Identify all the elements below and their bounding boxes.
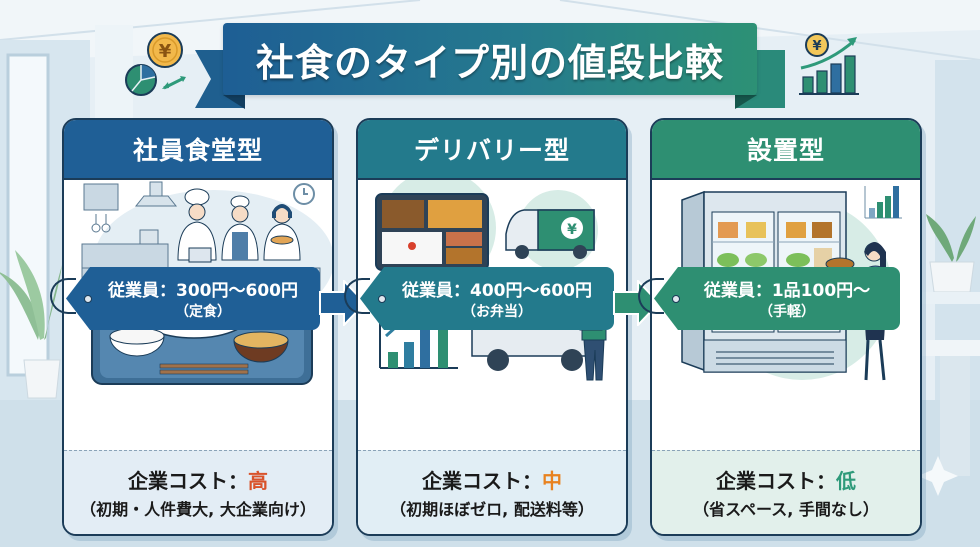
title-banner: 社食のタイプ別の値段比較 xyxy=(223,23,757,95)
card-footer: 企業コスト：中 （初期ほぼゼロ, 配送料等） xyxy=(358,450,626,534)
company-cost: 企業コスト：中 xyxy=(422,465,562,494)
bento-box xyxy=(375,193,489,271)
pie-chart-icon xyxy=(125,64,157,96)
card-header: 社員食堂型 xyxy=(64,120,332,180)
employee-note: （手軽） xyxy=(759,304,815,320)
card-header: デリバリー型 xyxy=(358,120,626,180)
employee-price-tag: 従業員：400円〜600円 （お弁当） xyxy=(360,267,614,330)
company-cost: 企業コスト：高 xyxy=(128,465,268,494)
cooks-figures xyxy=(177,188,301,263)
clock-icon xyxy=(293,183,315,205)
employee-note: （定食） xyxy=(175,304,231,320)
card-title: デリバリー型 xyxy=(413,136,570,165)
tag-string xyxy=(638,278,664,314)
tag-hole xyxy=(672,295,680,303)
delivery-van-icon: ¥ xyxy=(505,209,595,259)
svg-text:¥: ¥ xyxy=(567,222,577,238)
company-cost: 企業コスト：低 xyxy=(716,465,856,494)
cost-level: 高 xyxy=(248,469,268,493)
bar-chart-growth-icon xyxy=(799,37,859,95)
employee-price: 従業員：400円〜600円 xyxy=(402,281,592,301)
employee-note: （お弁当） xyxy=(462,304,532,320)
cost-label: 企業コスト： xyxy=(422,469,542,493)
cost-note: （省スペース, 手間なし） xyxy=(693,500,879,519)
page-title: 社食のタイプ別の値段比較 xyxy=(255,40,724,85)
svg-text:¥: ¥ xyxy=(812,39,821,54)
tag-hole xyxy=(84,295,92,303)
cost-note: （初期・人件費大, 大企業向け） xyxy=(80,500,316,519)
cost-label: 企業コスト： xyxy=(128,469,248,493)
card-footer: 企業コスト：高 （初期・人件費大, 大企業向け） xyxy=(64,450,332,534)
card-title: 設置型 xyxy=(746,136,825,165)
employee-price: 従業員：1品100円〜 xyxy=(703,281,871,301)
cost-note: （初期ほぼゼロ, 配送料等） xyxy=(390,500,594,519)
card-header: 設置型 xyxy=(652,120,920,180)
yen-coin-icon: ¥ xyxy=(147,32,183,68)
decor-top-right: ¥ xyxy=(799,33,859,95)
yen-coin-icon: ¥ xyxy=(805,33,829,57)
bar-chart-icon xyxy=(864,186,902,219)
employee-price: 従業員：300円〜600円 xyxy=(108,281,298,301)
svg-text:¥: ¥ xyxy=(159,41,172,62)
cost-level: 低 xyxy=(836,469,856,493)
cost-label: 企業コスト： xyxy=(716,469,836,493)
card-title: 社員食堂型 xyxy=(132,136,263,165)
exchange-arrow-icon xyxy=(162,76,186,90)
employee-price-tag: 従業員：1品100円〜 （手軽） xyxy=(654,267,900,330)
tag-string xyxy=(344,278,370,314)
cost-level: 中 xyxy=(542,469,562,493)
tag-hole xyxy=(378,295,386,303)
card-footer: 企業コスト：低 （省スペース, 手間なし） xyxy=(652,450,920,534)
employee-price-tag: 従業員：300円〜600円 （定食） xyxy=(66,267,320,330)
decor-top-left: ¥ xyxy=(125,32,186,96)
tag-string xyxy=(50,278,76,314)
